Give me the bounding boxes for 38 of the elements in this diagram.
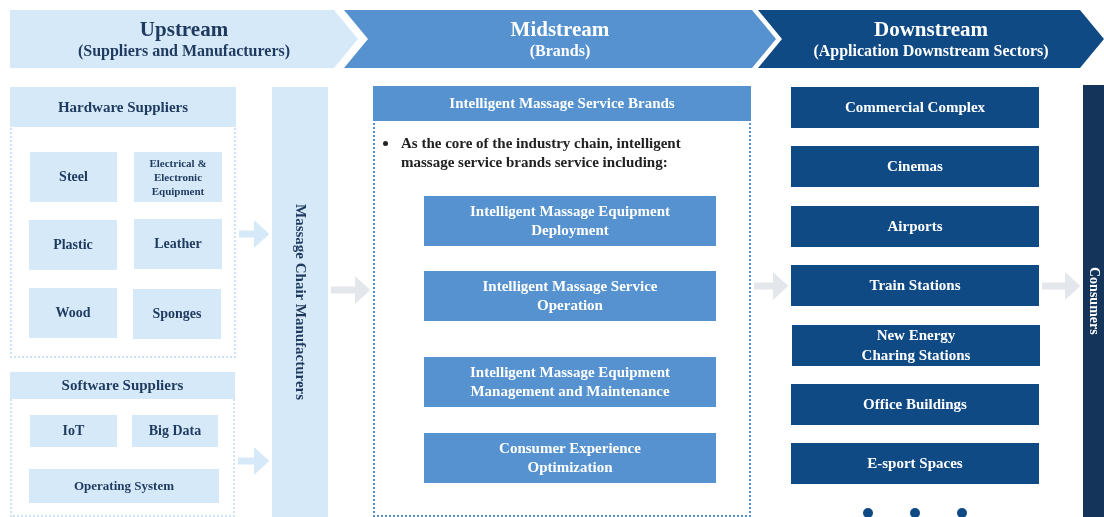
- bullet-text: As the core of the industry chain, intelligent massage service brands service including:: [401, 134, 682, 172]
- stage-subheading: (Brands): [529, 41, 591, 61]
- category-box: Big Data: [132, 415, 218, 447]
- vertical-bar: Massage Chair Manufacturers: [272, 87, 328, 517]
- dotted-panel: [10, 87, 236, 358]
- panel-header: Software Suppliers: [10, 372, 235, 399]
- category-box: New Energy Charing Stations: [792, 325, 1040, 366]
- panel-header: Hardware Suppliers: [10, 87, 236, 127]
- category-box: Sponges: [133, 289, 221, 339]
- category-box: Train Stations: [791, 265, 1039, 306]
- arrow: [754, 272, 789, 300]
- panel-header: Intelligent Massage Service Brands: [373, 86, 751, 121]
- category-box: Consumer Experience Optimization: [424, 433, 716, 483]
- stage-heading: Downstream: [874, 17, 988, 41]
- dotted-panel: [373, 86, 751, 517]
- arrow: [1042, 272, 1081, 300]
- category-box: Wood: [29, 288, 117, 338]
- category-box: Intelligent Massage Service Operation: [424, 271, 716, 321]
- category-box: Intelligent Massage Equipment Deployment: [424, 196, 716, 246]
- category-box: IoT: [30, 415, 117, 447]
- vertical-bar: Consumers: [1083, 85, 1104, 517]
- category-box: Office Buildings: [791, 384, 1039, 425]
- arrow: [331, 276, 371, 304]
- stage-heading: Midstream: [510, 17, 610, 41]
- category-box: Steel: [30, 152, 117, 202]
- category-box: Airports: [791, 206, 1039, 247]
- category-box: Operating System: [29, 469, 219, 503]
- category-box: Electrical & Electronic Equipment: [134, 152, 222, 202]
- category-box: E-sport Spaces: [791, 443, 1039, 484]
- category-box: Leather: [134, 219, 222, 269]
- category-box: Cinemas: [791, 146, 1039, 187]
- category-box: Commercial Complex: [791, 87, 1039, 128]
- dotted-panel: [10, 372, 235, 517]
- category-box: Plastic: [29, 220, 117, 270]
- stage-heading: Upstream: [139, 17, 229, 41]
- stage-subheading: (Application Downstream Sectors): [813, 41, 1049, 61]
- stage-subheading: (Suppliers and Manufacturers): [77, 41, 291, 61]
- category-box: Intelligent Massage Equipment Management and Maintenance: [424, 357, 716, 407]
